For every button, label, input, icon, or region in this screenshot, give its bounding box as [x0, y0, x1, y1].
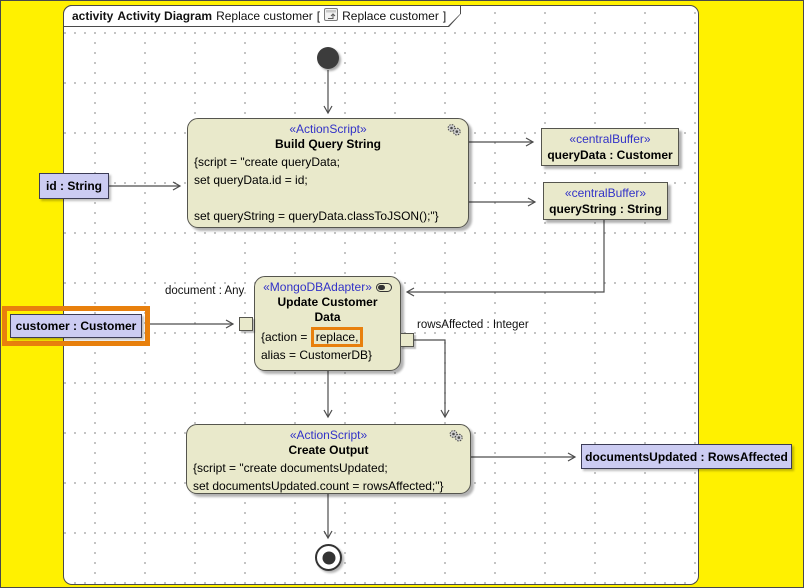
- script-line: {script = "create documentsUpdated;: [193, 461, 388, 475]
- behavior-gears-icon: [447, 429, 465, 446]
- script-line: {script = "create queryData;: [194, 155, 340, 169]
- action-build-query-string[interactable]: «ActionScript» Build Query String {scrip…: [187, 118, 469, 228]
- frame-kind-label: activity: [72, 9, 114, 23]
- frame-diagram-type: Activity Diagram: [117, 9, 213, 23]
- selection-highlight-customer: customer : Customer: [2, 306, 150, 346]
- buffer-name: queryString : String: [549, 202, 662, 216]
- edge-label-rowsaffected: rowsAffected : Integer: [417, 319, 529, 331]
- activity-final-node[interactable]: [315, 544, 342, 571]
- parameter-label: documentsUpdated : RowsAffected: [585, 449, 788, 464]
- script-line: [194, 189, 462, 207]
- action-update-customer-data[interactable]: «MongoDBAdapter» Update Customer Data {a…: [254, 276, 401, 371]
- stereotype-label: «ActionScript»: [289, 428, 368, 442]
- parameter-node-id[interactable]: id : String: [39, 173, 109, 199]
- parameter-label: customer : Customer: [15, 319, 137, 333]
- action-property-line: alias = CustomerDB}: [261, 348, 373, 362]
- script-line: set queryData.id = id;: [194, 173, 308, 187]
- stereotype-label: «centralBuffer»: [564, 186, 647, 200]
- parameter-node-documents-updated[interactable]: documentsUpdated : RowsAffected: [581, 444, 792, 469]
- parameter-label: id : String: [46, 179, 102, 193]
- central-buffer-querystring[interactable]: «centralBuffer» queryString : String: [543, 182, 668, 220]
- frame-diagram-name: Replace customer: [216, 9, 313, 23]
- behavior-gears-icon: [445, 123, 463, 140]
- stereotype-label: «ActionScript»: [289, 122, 367, 136]
- edge-rowsaffected-to-create[interactable]: [414, 339, 450, 419]
- output-pin-rowsaffected[interactable]: [400, 333, 414, 347]
- initial-node[interactable]: [317, 47, 339, 69]
- script-line: set queryString = queryData.classToJSON(…: [194, 209, 439, 223]
- frame-content-name: Replace customer: [342, 9, 439, 23]
- action-name: Build Query String: [274, 137, 381, 151]
- buffer-name: queryData : Customer: [547, 148, 673, 162]
- parameter-node-customer[interactable]: customer : Customer: [10, 314, 142, 338]
- edge-querystring-to-update[interactable]: [405, 220, 605, 297]
- frame-close-bracket: ]: [442, 9, 447, 23]
- selected-value-highlight[interactable]: replace,: [310, 327, 364, 347]
- frame-open-bracket: [: [316, 9, 321, 23]
- input-pin-document[interactable]: [239, 317, 253, 331]
- action-property-prefix: {action =: [261, 330, 311, 344]
- edge-label-document: document : Any: [165, 285, 245, 297]
- frame-title-tab[interactable]: activity Activity Diagram Replace custom…: [63, 5, 461, 27]
- mongodb-adapter-icon: [375, 283, 392, 293]
- action-name: Create Output: [288, 443, 369, 457]
- script-line: set documentsUpdated.count = rowsAffecte…: [193, 479, 444, 493]
- activity-diagram-icon: [324, 8, 338, 24]
- central-buffer-querydata[interactable]: «centralBuffer» queryData : Customer: [541, 128, 679, 166]
- final-node-dot: [322, 551, 335, 564]
- stereotype-label: «MongoDBAdapter»: [263, 280, 372, 294]
- stereotype-label: «centralBuffer»: [569, 132, 651, 146]
- action-create-output[interactable]: «ActionScript» Create Output {script = "…: [186, 424, 471, 494]
- action-name: Update Customer Data: [277, 295, 378, 324]
